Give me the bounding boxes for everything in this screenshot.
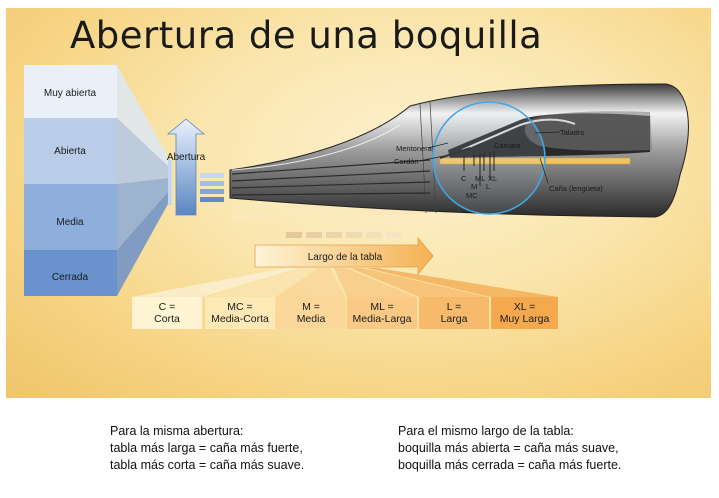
- length-code-m: M =: [302, 301, 320, 313]
- lay-mark-ml: ML: [475, 174, 485, 183]
- length-box-xl: XL =Muy Larga: [491, 297, 558, 329]
- length-box-mc: MC =Media-Corta: [205, 297, 275, 329]
- part-callouts: [418, 131, 561, 184]
- opening-label-abierta: Abierta: [54, 146, 86, 157]
- note-right: Para el mismo largo de la tabla: boquill…: [398, 423, 621, 474]
- magnifier-circle: [432, 101, 546, 215]
- reed: [439, 157, 631, 165]
- label-taladro: Taladro: [560, 128, 585, 137]
- length-code-ml: ML =: [370, 301, 394, 313]
- lay-mark-mc: MC: [466, 191, 478, 200]
- note-right-line: boquilla más abierta = caña más suave,: [398, 441, 619, 455]
- length-box-c: C =Corta: [132, 297, 202, 329]
- note-right-line: boquilla más cerrada = caña más fuerte.: [398, 458, 622, 472]
- note-left-line: Para la misma abertura:: [110, 424, 244, 438]
- table-length-arrow[interactable]: Largo de la tabla: [254, 236, 434, 276]
- opening-level-abierta: [24, 118, 117, 184]
- lay-mark-m: M: [471, 182, 477, 191]
- opening-funnel: [117, 65, 172, 296]
- length-name-xl: Muy Larga: [499, 313, 550, 325]
- opening-label-cerrada: Cerrada: [52, 272, 89, 283]
- label-camara: Camara: [494, 141, 522, 150]
- label-cordon: Cordón: [394, 157, 419, 166]
- length-name-c: Corta: [154, 313, 180, 325]
- opening-scale: Muy abierta Abierta Media Cerrada: [24, 65, 117, 296]
- opening-arrow-label: Abertura: [167, 152, 206, 163]
- lay-markers: [463, 151, 495, 186]
- note-left-line: tabla más larga = caña más fuerte,: [110, 441, 303, 455]
- length-box-l: L =Larga: [419, 297, 489, 329]
- note-left: Para la misma abertura: tabla más larga …: [110, 423, 304, 474]
- lay-mark-xl: XL: [488, 174, 497, 183]
- length-box-m: M =Media: [276, 297, 346, 329]
- length-code-xl: XL =: [513, 301, 536, 313]
- note-left-line: tabla más corta = caña más suave.: [110, 458, 305, 472]
- page-title: Abertura de una boquilla: [70, 14, 543, 57]
- opening-level-muy-abierta: [24, 65, 117, 118]
- opening-arrow[interactable]: Abertura: [167, 118, 206, 216]
- label-cana: Caña (lengüeta): [549, 184, 603, 193]
- opening-steps: [200, 173, 224, 202]
- opening-level-cerrada: [24, 250, 117, 296]
- length-name-mc: Media-Corta: [211, 313, 269, 325]
- tip-lines: [231, 159, 431, 196]
- length-name-ml: Media-Larga: [352, 313, 412, 325]
- mouthpiece-body: [229, 83, 689, 218]
- length-code-c: C =: [158, 301, 176, 313]
- label-mentonera: Mentonera: [396, 144, 433, 153]
- length-fan: [132, 268, 558, 297]
- lay-mark-c: C: [461, 174, 467, 183]
- lay-mark-l: L: [486, 182, 490, 191]
- length-steps: [286, 232, 402, 238]
- length-box-ml: ML =Media-Larga: [347, 297, 417, 329]
- note-right-line: Para el mismo largo de la tabla:: [398, 424, 574, 438]
- length-code-mc: MC =: [227, 301, 253, 313]
- opening-level-media: [24, 184, 117, 250]
- length-code-l: L =: [446, 301, 462, 313]
- opening-label-media: Media: [56, 217, 84, 228]
- length-name-l: Larga: [440, 313, 468, 325]
- opening-label-muy-abierta: Muy abierta: [44, 88, 97, 99]
- length-name-m: Media: [296, 313, 326, 325]
- table-length-arrow-label: Largo de la tabla: [308, 252, 383, 263]
